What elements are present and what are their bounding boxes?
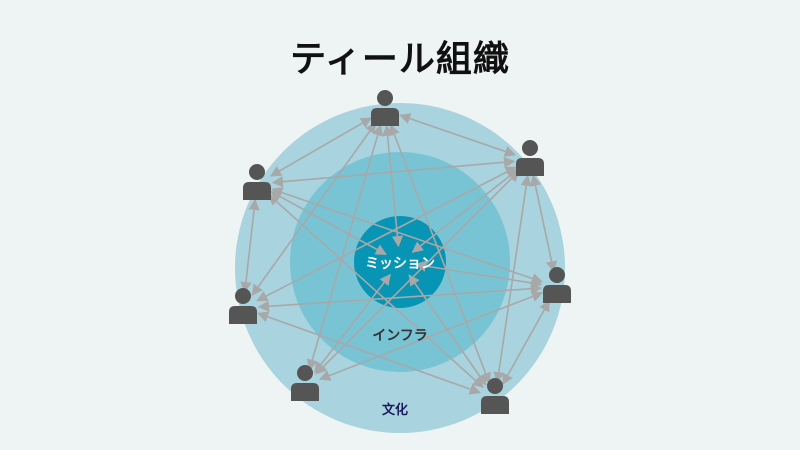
person-icon — [371, 90, 399, 126]
person-icon — [243, 164, 271, 200]
connection-arrow — [251, 122, 377, 296]
person-icon — [543, 267, 571, 303]
connection-arrow — [408, 274, 487, 386]
connection-arrow — [314, 273, 391, 374]
people-group — [229, 90, 571, 414]
person-icon — [481, 378, 509, 414]
person-icon — [291, 365, 319, 401]
person-icon — [229, 288, 257, 324]
person-icon — [516, 140, 544, 176]
page-title: ティール組織 — [290, 39, 510, 80]
connection-arrow — [240, 198, 260, 294]
culture-label: 文化 — [382, 402, 408, 418]
infra-label: インフラ — [372, 328, 428, 344]
connection-arrow — [502, 299, 550, 386]
mission-label: ミッション — [365, 256, 435, 272]
connection-arrows — [240, 113, 558, 395]
